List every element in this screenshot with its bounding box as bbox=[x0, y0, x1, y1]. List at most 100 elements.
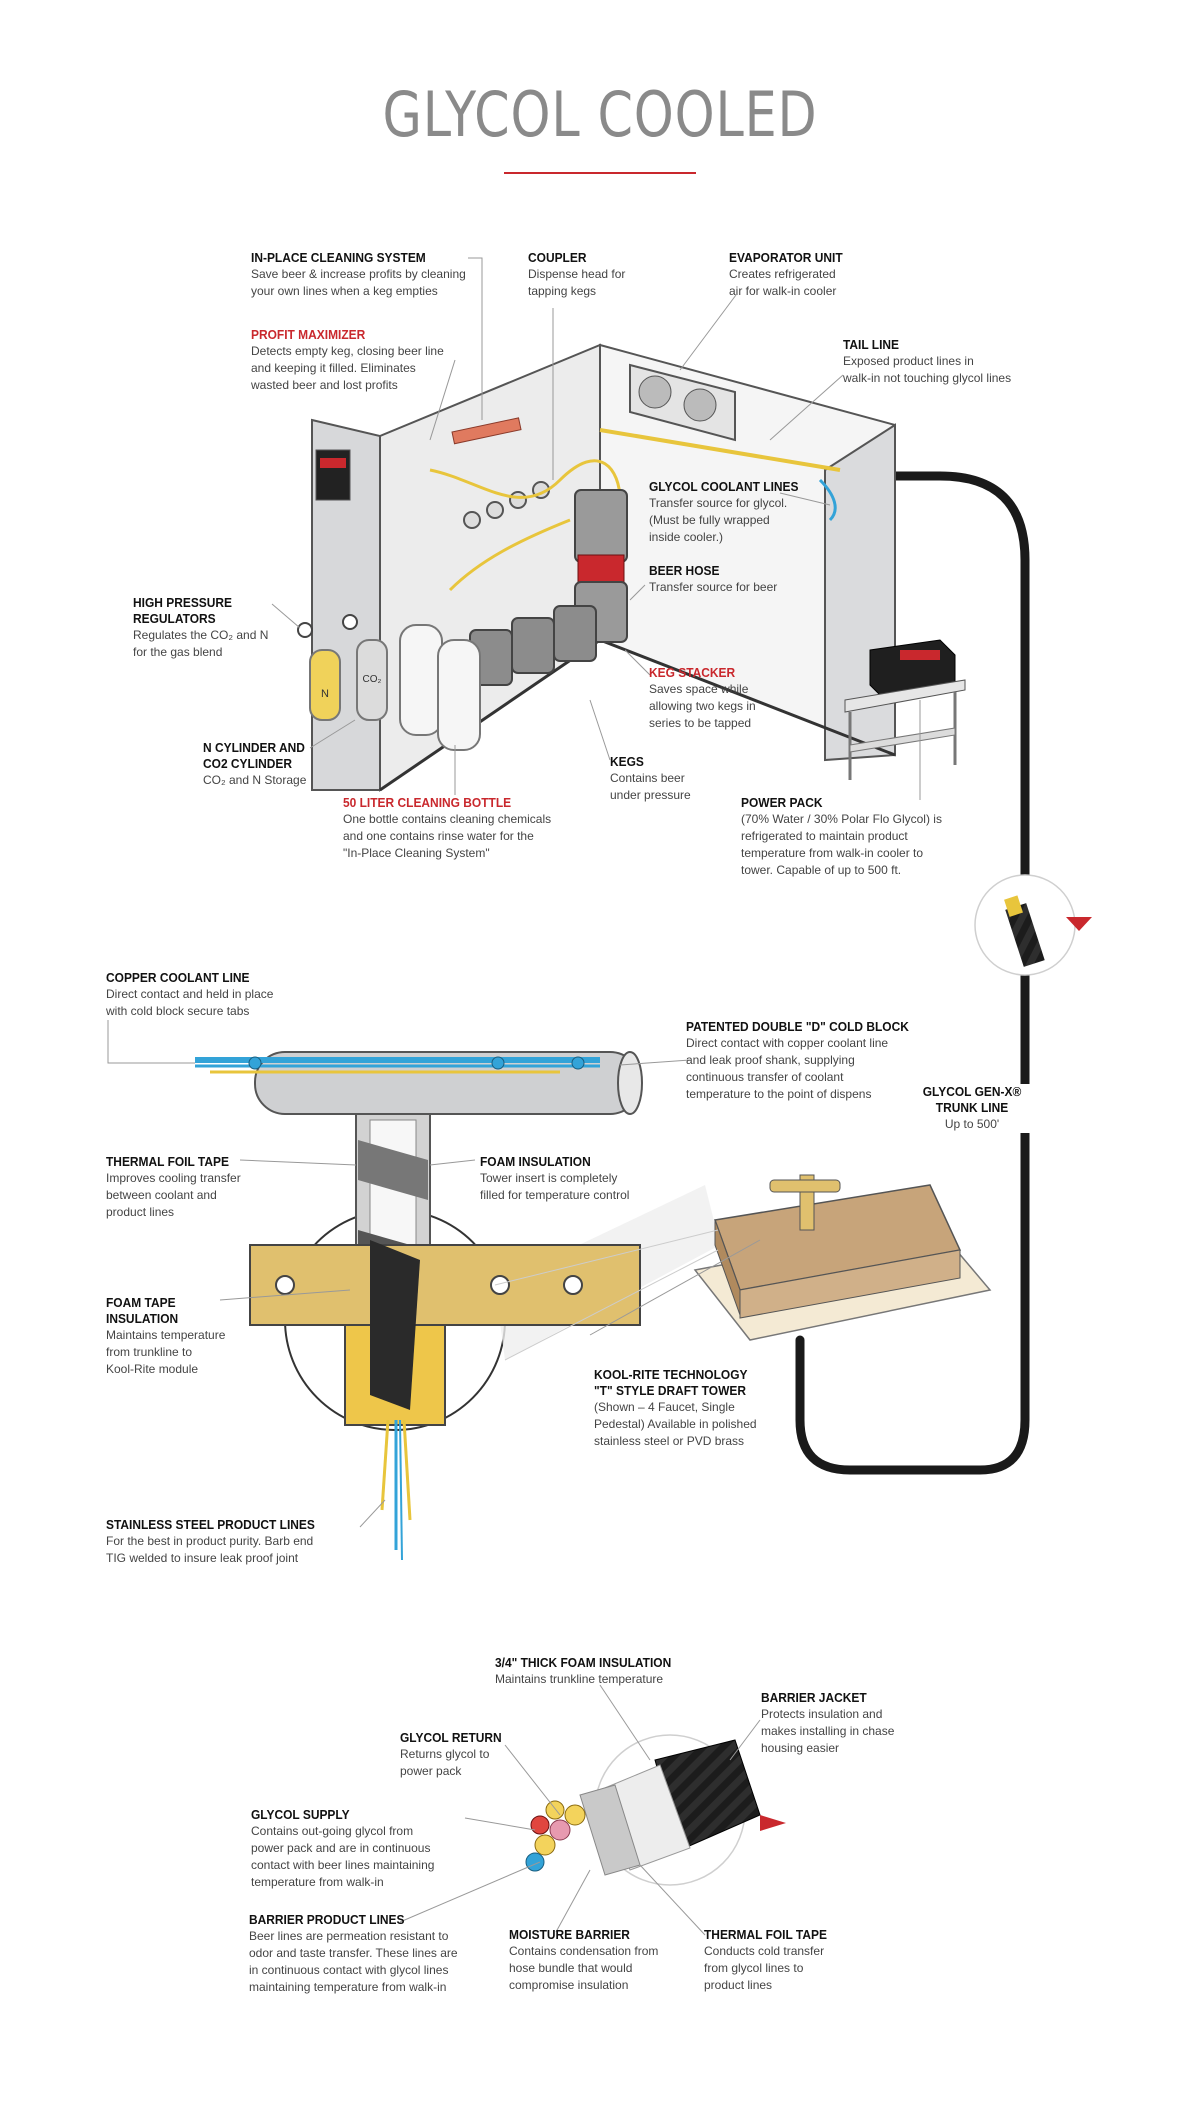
label-barrier-jacket: BARRIER JACKET Protects insulation and m… bbox=[761, 1690, 1041, 1757]
n-cylinder-label: N bbox=[321, 688, 329, 700]
label-desc: Contains beer under pressure bbox=[610, 771, 691, 802]
label-copper-coolant-line: COPPER COOLANT LINE Direct contact and h… bbox=[106, 970, 386, 1020]
label-desc: Save beer & increase profits by cleaning… bbox=[251, 267, 466, 298]
regulators bbox=[297, 614, 358, 638]
label-desc: Tower insert is completely filled for te… bbox=[480, 1171, 630, 1202]
label-thermal-foil-tape: THERMAL FOIL TAPE Improves cooling trans… bbox=[106, 1154, 386, 1221]
label-title: N CYLINDER AND CO2 CYLINDER bbox=[203, 740, 305, 771]
label-title: GLYCOL SUPPLY bbox=[251, 1807, 350, 1822]
label-keg-stacker: KEG STACKER Saves space while allowing t… bbox=[649, 665, 929, 732]
leader-lines bbox=[107, 257, 921, 1936]
label-kegs: KEGS Contains beer under pressure bbox=[610, 754, 890, 804]
label-desc: Saves space while allowing two kegs in s… bbox=[649, 682, 756, 730]
label-desc: One bottle contains cleaning chemicals a… bbox=[343, 812, 552, 860]
label-desc: Creates refrigerated air for walk-in coo… bbox=[729, 267, 837, 298]
label-desc: Transfer source for beer bbox=[649, 580, 778, 594]
label-title: THERMAL FOIL TAPE bbox=[704, 1927, 827, 1942]
title-underline bbox=[504, 172, 696, 174]
cross-section-marker bbox=[760, 1815, 786, 1831]
trunkline-cross-section bbox=[525, 1734, 761, 1886]
label-glycol-coolant-lines: GLYCOL COOLANT LINES Transfer source for… bbox=[649, 479, 929, 546]
label-title: EVAPORATOR UNIT bbox=[729, 250, 843, 265]
label-foam-tape-insulation: FOAM TAPE INSULATION Maintains temperatu… bbox=[106, 1295, 386, 1378]
label-title: PROFIT MAXIMIZER bbox=[251, 327, 366, 342]
label-glycol-supply: GLYCOL SUPPLY Contains out-going glycol … bbox=[251, 1807, 531, 1891]
control-box bbox=[315, 449, 351, 501]
label-power-pack: POWER PACK (70% Water / 30% Polar Flo Gl… bbox=[741, 795, 1021, 879]
label-desc: (70% Water / 30% Polar Flo Glycol) is re… bbox=[741, 812, 942, 877]
label-desc: Up to 500' bbox=[944, 1117, 1000, 1131]
label-title: FOAM INSULATION bbox=[480, 1154, 591, 1169]
label-desc: For the best in product purity. Barb end… bbox=[106, 1534, 314, 1565]
label-stainless-product-lines: STAINLESS STEEL PRODUCT LINES For the be… bbox=[106, 1517, 386, 1567]
label-desc: Exposed product lines in walk-in not tou… bbox=[843, 354, 1012, 385]
label-thermal-foil-tape-2: THERMAL FOIL TAPE Conducts cold transfer… bbox=[704, 1927, 984, 1994]
label-title: COUPLER bbox=[528, 250, 587, 265]
tower-cutaway bbox=[195, 1051, 720, 1561]
label-desc: Regulates the CO₂ and N for the gas blen… bbox=[133, 628, 269, 659]
label-profit-maximizer: PROFIT MAXIMIZER Detects empty keg, clos… bbox=[251, 327, 531, 394]
label-title: MOISTURE BARRIER bbox=[509, 1927, 630, 1942]
kegs bbox=[469, 605, 597, 686]
label-title: STAINLESS STEEL PRODUCT LINES bbox=[106, 1517, 315, 1532]
label-title: BARRIER PRODUCT LINES bbox=[249, 1912, 405, 1927]
label-title: COPPER COOLANT LINE bbox=[106, 970, 250, 985]
cleaning-bottles bbox=[399, 624, 481, 751]
label-desc: CO₂ and N Storage bbox=[203, 773, 307, 787]
label-coupler: COUPLER Dispense head for tapping kegs bbox=[528, 250, 808, 300]
label-title: 3/4" THICK FOAM INSULATION bbox=[495, 1655, 672, 1670]
label-desc: Conducts cold transfer from glycol lines… bbox=[704, 1944, 825, 1992]
label-desc: Maintains trunkline temperature bbox=[495, 1672, 664, 1686]
label-foam-insulation: FOAM INSULATION Tower insert is complete… bbox=[480, 1154, 760, 1204]
label-title: TAIL LINE bbox=[843, 337, 900, 352]
label-title: BARRIER JACKET bbox=[761, 1690, 867, 1705]
label-title: HIGH PRESSURE REGULATORS bbox=[133, 595, 233, 626]
label-barrier-product-lines: BARRIER PRODUCT LINES Beer lines are per… bbox=[249, 1912, 529, 1996]
label-cleaning-bottle: 50 LITER CLEANING BOTTLE One bottle cont… bbox=[343, 795, 623, 862]
label-evaporator: EVAPORATOR UNIT Creates refrigerated air… bbox=[729, 250, 1009, 300]
power-pack bbox=[844, 639, 966, 780]
label-title: POWER PACK bbox=[741, 795, 823, 810]
label-desc: Direct contact with copper coolant line … bbox=[686, 1036, 889, 1101]
label-title: KOOL-RITE TECHNOLOGY "T" STYLE DRAFT TOW… bbox=[594, 1367, 748, 1398]
label-thick-foam-insulation: 3/4" THICK FOAM INSULATION Maintains tru… bbox=[495, 1655, 775, 1688]
label-title: GLYCOL COOLANT LINES bbox=[649, 479, 799, 494]
label-title: IN-PLACE CLEANING SYSTEM bbox=[251, 250, 426, 265]
label-in-place-cleaning: IN-PLACE CLEANING SYSTEM Save beer & inc… bbox=[251, 250, 531, 300]
label-n-co2-cylinder: N CYLINDER AND CO2 CYLINDER CO₂ and N St… bbox=[203, 740, 483, 789]
label-high-pressure-regulators: HIGH PRESSURE REGULATORS Regulates the C… bbox=[133, 595, 413, 661]
label-moisture-barrier: MOISTURE BARRIER Contains condensation f… bbox=[509, 1927, 789, 1994]
page-title: GLYCOL COOLED bbox=[382, 78, 818, 151]
label-desc: Transfer source for glycol. (Must be ful… bbox=[649, 496, 788, 544]
label-glycol-genx-trunk-line: GLYCOL GEN-X® TRUNK LINE Up to 500' bbox=[872, 1084, 1072, 1133]
label-title: GLYCOL GEN-X® TRUNK LINE bbox=[922, 1084, 1022, 1115]
label-title: 50 LITER CLEANING BOTTLE bbox=[343, 795, 512, 810]
trunkline-marker bbox=[1066, 917, 1092, 931]
label-desc: Improves cooling transfer between coolan… bbox=[106, 1171, 241, 1219]
label-desc: Contains condensation from hose bundle t… bbox=[509, 1944, 659, 1992]
label-desc: Maintains temperature from trunkline to … bbox=[106, 1328, 226, 1376]
label-desc: Detects empty keg, closing beer line and… bbox=[251, 344, 444, 392]
trunk-line bbox=[795, 471, 1030, 1475]
label-title: FOAM TAPE INSULATION bbox=[106, 1295, 179, 1326]
label-title: GLYCOL RETURN bbox=[400, 1730, 502, 1745]
label-beer-hose: BEER HOSE Transfer source for beer bbox=[649, 563, 929, 596]
label-title: PATENTED DOUBLE "D" COLD BLOCK bbox=[686, 1019, 909, 1034]
label-tail-line: TAIL LINE Exposed product lines in walk-… bbox=[843, 337, 1123, 387]
label-title: BEER HOSE bbox=[649, 563, 720, 578]
label-title: KEGS bbox=[610, 754, 644, 769]
label-title: KEG STACKER bbox=[649, 665, 736, 680]
label-title: THERMAL FOIL TAPE bbox=[106, 1154, 229, 1169]
label-desc: Returns glycol to power pack bbox=[400, 1747, 490, 1778]
label-cold-block: PATENTED DOUBLE "D" COLD BLOCK Direct co… bbox=[686, 1019, 966, 1103]
label-desc: (Shown – 4 Faucet, Single Pedestal) Avai… bbox=[594, 1400, 757, 1448]
label-glycol-return: GLYCOL RETURN Returns glycol to power pa… bbox=[400, 1730, 680, 1780]
label-desc: Protects insulation and makes installing… bbox=[761, 1707, 895, 1755]
label-desc: Dispense head for tapping kegs bbox=[528, 267, 626, 298]
gas-cylinders: N CO₂ bbox=[309, 639, 388, 721]
co2-cylinder-label: CO₂ bbox=[363, 674, 382, 685]
label-kool-rite-tower: KOOL-RITE TECHNOLOGY "T" STYLE DRAFT TOW… bbox=[594, 1367, 874, 1450]
kool-rite-module bbox=[693, 1174, 992, 1341]
label-desc: Contains out-going glycol from power pac… bbox=[251, 1824, 435, 1889]
